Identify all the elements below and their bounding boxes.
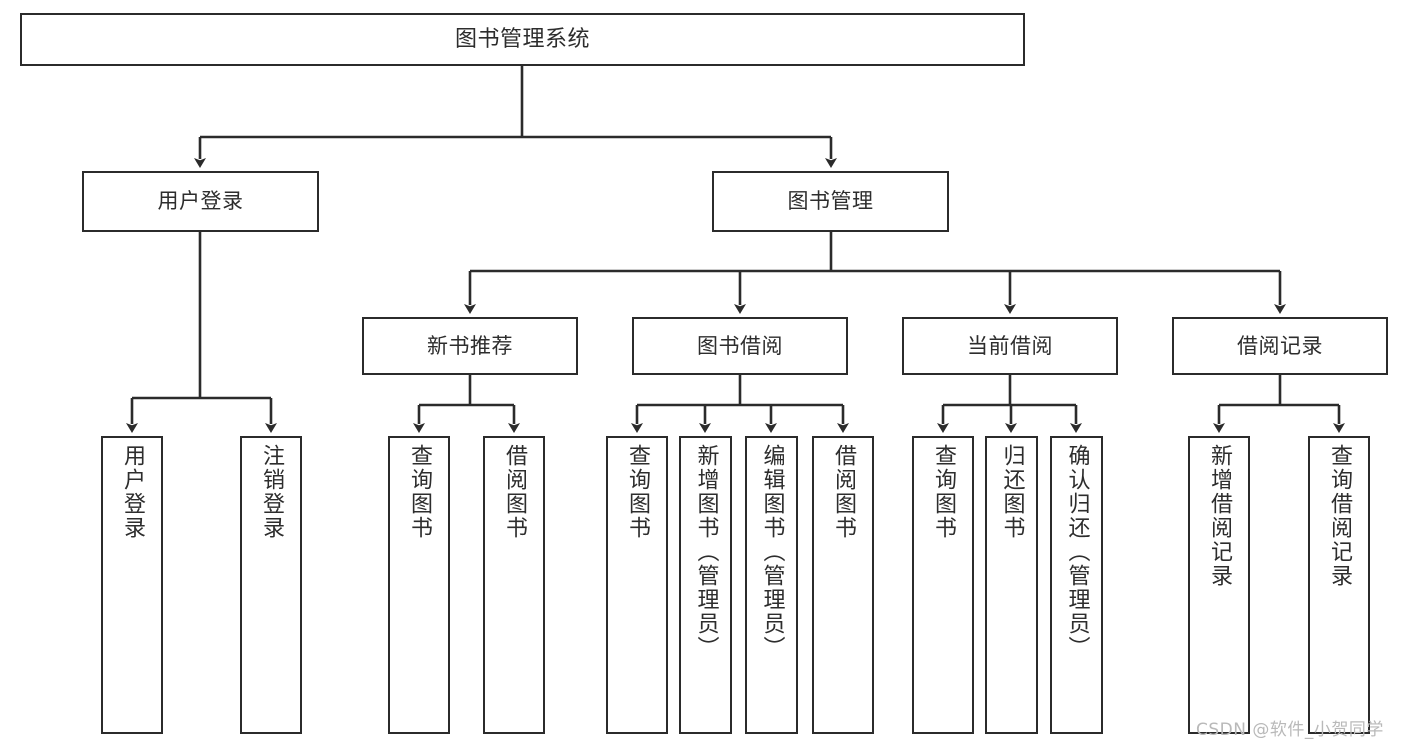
node-book-borrow-label: 图书借阅: [697, 333, 783, 358]
node-new-book-recommend[interactable]: 新书推荐: [362, 317, 578, 375]
leaf-borrow-book[interactable]: 借阅图书: [812, 436, 874, 734]
leaf-user-login-label: 用户登录: [120, 444, 145, 540]
leaf-query-book-recommend-label: 查询图书: [407, 444, 432, 540]
node-book-management[interactable]: 图书管理: [712, 171, 949, 232]
leaf-borrow-book-label: 借阅图书: [831, 444, 856, 540]
node-new-book-recommend-label: 新书推荐: [427, 333, 513, 358]
leaf-query-borrow-record[interactable]: 查询借阅记录: [1308, 436, 1370, 734]
node-current-borrow[interactable]: 当前借阅: [902, 317, 1118, 375]
csdn-watermark: CSDN @软件_小贺同学: [1196, 720, 1384, 740]
leaf-edit-book-admin[interactable]: 编辑图书（管理员）: [745, 436, 798, 734]
leaf-add-book-admin-label: 新增图书（管理员）: [693, 444, 719, 660]
node-borrow-record-label: 借阅记录: [1237, 333, 1323, 358]
leaf-query-book-current[interactable]: 查询图书: [912, 436, 974, 734]
node-book-borrow[interactable]: 图书借阅: [632, 317, 848, 375]
node-user-login[interactable]: 用户登录: [82, 171, 319, 232]
leaf-return-book-label: 归还图书: [999, 444, 1025, 540]
leaf-query-book-borrow-label: 查询图书: [625, 444, 650, 540]
leaf-borrow-book-recommend-label: 借阅图书: [502, 444, 527, 540]
node-book-management-label: 图书管理: [787, 189, 874, 214]
node-root[interactable]: 图书管理系统: [20, 13, 1025, 66]
leaf-add-borrow-record-label: 新增借阅记录: [1207, 444, 1232, 588]
leaf-return-book[interactable]: 归还图书: [985, 436, 1038, 734]
node-root-label: 图书管理系统: [454, 26, 590, 52]
leaf-query-borrow-record-label: 查询借阅记录: [1327, 444, 1352, 588]
leaf-query-book-recommend[interactable]: 查询图书: [388, 436, 450, 734]
leaf-user-logout-label: 注销登录: [259, 444, 284, 540]
leaf-user-login[interactable]: 用户登录: [101, 436, 163, 734]
leaf-confirm-return-admin-label: 确认归还（管理员）: [1064, 444, 1090, 660]
node-borrow-record[interactable]: 借阅记录: [1172, 317, 1388, 375]
leaf-query-book-borrow[interactable]: 查询图书: [606, 436, 668, 734]
leaf-borrow-book-recommend[interactable]: 借阅图书: [483, 436, 545, 734]
node-current-borrow-label: 当前借阅: [967, 333, 1053, 358]
leaf-user-logout[interactable]: 注销登录: [240, 436, 302, 734]
node-user-login-label: 用户登录: [157, 189, 244, 214]
leaf-edit-book-admin-label: 编辑图书（管理员）: [759, 444, 785, 660]
leaf-add-borrow-record[interactable]: 新增借阅记录: [1188, 436, 1250, 734]
leaf-confirm-return-admin[interactable]: 确认归还（管理员）: [1050, 436, 1103, 734]
leaf-query-book-current-label: 查询图书: [931, 444, 956, 540]
leaf-add-book-admin[interactable]: 新增图书（管理员）: [679, 436, 732, 734]
